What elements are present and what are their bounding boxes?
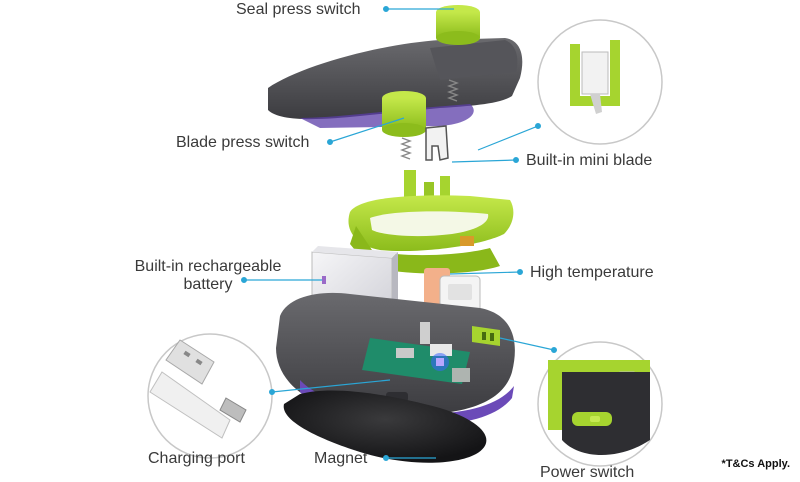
footnote: *T&Cs Apply. [722,458,790,470]
label-mini-blade: Built-in mini blade [526,152,652,170]
inset-mini-blade [538,20,662,144]
label-battery-line1: Built-in rechargeable [118,258,298,276]
label-power-switch: Power switch [540,464,634,482]
seal-press-switch-part [436,5,480,45]
inset-charging-port [148,334,272,458]
label-magnet: Magnet [314,450,367,468]
label-battery: Built-in rechargeable battery [118,258,298,294]
label-blade-press-switch: Blade press switch [176,134,309,152]
mini-blade-part [426,126,448,160]
inset-power-switch [538,342,662,466]
label-charging-port: Charging port [148,450,245,468]
blade-press-switch-part [382,91,426,137]
label-seal-press-switch: Seal press switch [236,1,361,19]
label-battery-line2: battery [118,276,298,294]
label-high-temperature: High temperature [530,264,654,282]
